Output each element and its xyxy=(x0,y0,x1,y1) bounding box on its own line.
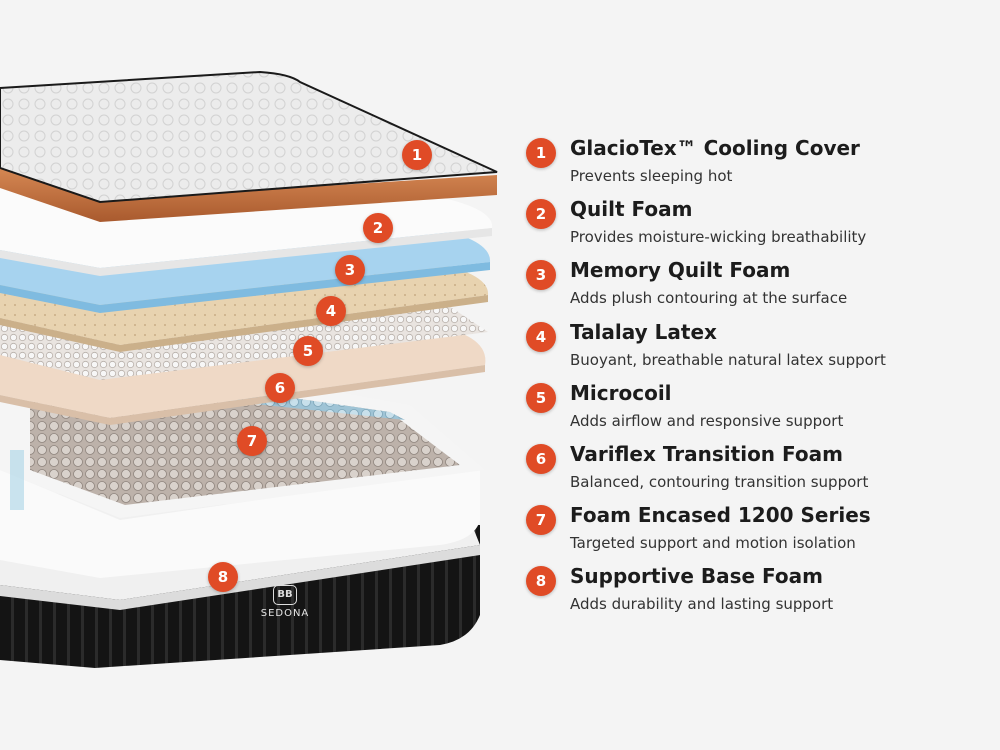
legend-number-badge: 7 xyxy=(526,505,556,536)
brand-logo-mark: BB xyxy=(273,585,297,605)
marker-5: 5 xyxy=(293,336,323,366)
marker-3: 3 xyxy=(335,255,365,285)
legend-description: Buoyant, breathable natural latex suppor… xyxy=(570,350,886,369)
marker-4: 4 xyxy=(316,296,346,326)
marker-1: 1 xyxy=(402,140,432,170)
legend-number-badge: 6 xyxy=(526,443,556,474)
legend-item: 4 Talalay Latex Buoyant, breathable natu… xyxy=(526,318,986,379)
legend-title: Talalay Latex xyxy=(570,319,717,344)
legend-item: 5 Microcoil Adds airflow and responsive … xyxy=(526,379,986,440)
legend-number-badge: 2 xyxy=(526,199,556,230)
cooling-cover-top xyxy=(0,70,498,204)
legend-description: Targeted support and motion isolation xyxy=(570,534,856,553)
legend-number-badge: 1 xyxy=(526,138,556,168)
legend-item: 2 Quilt Foam Provides moisture-wicking b… xyxy=(526,195,986,256)
brand-name: SEDONA xyxy=(260,608,310,619)
marker-7: 7 xyxy=(237,426,267,456)
legend-description: Adds durability and lasting support xyxy=(570,595,834,614)
legend-title: Supportive Base Foam xyxy=(570,564,823,589)
legend-description: Adds airflow and responsive support xyxy=(570,411,844,430)
layer-legend: 1 GlacioTex™ Cooling Cover Prevents slee… xyxy=(526,134,986,624)
legend-description: Balanced, contouring transition support xyxy=(570,472,869,491)
legend-item: 8 Supportive Base Foam Adds durability a… xyxy=(526,562,986,623)
foam-encased-side xyxy=(0,468,480,578)
legend-description: Prevents sleeping hot xyxy=(570,167,733,185)
legend-item: 1 GlacioTex™ Cooling Cover Prevents slee… xyxy=(526,134,986,195)
legend-title: Foam Encased 1200 Series xyxy=(570,503,871,528)
legend-number-badge: 4 xyxy=(526,321,556,352)
legend-item: 3 Memory Quilt Foam Adds plush contourin… xyxy=(526,256,986,317)
legend-title: Quilt Foam xyxy=(570,197,693,222)
legend-description: Adds plush contouring at the surface xyxy=(570,289,848,308)
legend-number-badge: 3 xyxy=(526,260,556,291)
legend-title: Variflex Transition Foam xyxy=(570,441,843,466)
legend-item: 7 Foam Encased 1200 Series Targeted supp… xyxy=(526,501,986,562)
legend-item: 6 Variflex Transition Foam Balanced, con… xyxy=(526,440,986,501)
cooling-cover-side xyxy=(0,165,497,222)
legend-description: Provides moisture-wicking breathability xyxy=(570,228,867,247)
legend-title: GlacioTex™ Cooling Cover xyxy=(570,136,860,160)
marker-6: 6 xyxy=(265,373,295,403)
marker-2: 2 xyxy=(363,213,393,243)
legend-number-badge: 5 xyxy=(526,382,556,413)
legend-number-badge: 8 xyxy=(526,566,556,597)
marker-8: 8 xyxy=(208,562,238,592)
brand-logo: BB SEDONA xyxy=(250,585,320,619)
legend-title: Microcoil xyxy=(570,380,672,405)
legend-title: Memory Quilt Foam xyxy=(570,258,791,283)
